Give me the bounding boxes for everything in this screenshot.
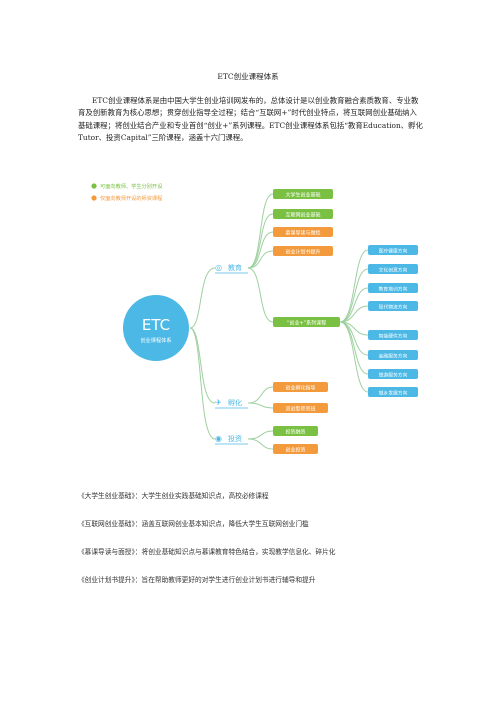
edu-item: 互联网创业基础: [285, 211, 320, 218]
incubation-icon: ✈: [215, 398, 222, 407]
plus-item: 旅游服务方向: [379, 371, 408, 378]
edu-item: 大学生创业基础: [285, 191, 320, 198]
root-node: ETC 创业课程体系: [123, 295, 189, 361]
course-description: 《慕课导读与面授》：将创业基础知识点与慕课教育特色结合，实现教学信息化、碎片化: [78, 548, 336, 556]
legend-label-green: 可面向教师、学生分别开设: [100, 182, 162, 190]
plus-item: 教育培训方向: [379, 285, 408, 292]
intro-text: ETC创业课程体系是由中国大学生创业培训网发布的，总体设计是以创业教育融合素质教…: [78, 96, 423, 142]
course-description: 《创业计划书提升》：旨在帮助教师更好的对学生进行创业计划书进行辅导和提升: [78, 576, 316, 584]
edu-item-plus: “创业+”系列课程: [287, 319, 326, 326]
edu-item: 慕课导读与微授: [285, 229, 320, 236]
investment-item: 创业投资: [285, 446, 305, 453]
incubation-items: 创业孵化指导 双创型师资班: [273, 382, 328, 413]
legend: 可面向教师、学生分别开设 仅面向教师开设的师资课程: [91, 182, 162, 202]
branch-education-label: 教育: [228, 263, 242, 272]
investment-item: 投资融资: [285, 428, 305, 435]
course-description: 《大学生创业基础》：大学生创业实践基础知识点，高校必修课程: [78, 492, 269, 500]
investment-icon: ◉: [215, 434, 222, 443]
plus-item: 城乡发展方向: [379, 389, 408, 396]
branch-education: ◎ 教育: [215, 263, 248, 274]
branch-investment-label: 投资: [228, 434, 242, 443]
branch-incubation: ✈ 孵化: [215, 398, 248, 409]
plus-item: 现代物流方向: [379, 303, 408, 310]
page-title: ETC创业课程体系: [217, 72, 279, 81]
incubation-item: 双创型师资班: [285, 405, 315, 412]
root-title: ETC: [142, 316, 170, 334]
intro-paragraph: ETC创业课程体系是由中国大学生创业培训网发布的，总体设计是以创业教育融合素质教…: [78, 95, 423, 144]
connectors: [189, 193, 369, 450]
plus-item: 医疗健康方向: [379, 247, 408, 254]
legend-label-orange: 仅面向教师开设的师资课程: [100, 194, 162, 202]
root-subtitle: 创业课程体系: [140, 336, 171, 344]
plus-item: 智能硬件方向: [379, 332, 408, 339]
legend-dot-orange: [91, 195, 97, 201]
branch-investment: ◉ 投资: [215, 434, 248, 445]
legend-dot-green: [91, 183, 97, 189]
plus-item: 文化创意方向: [379, 266, 408, 273]
education-items: 大学生创业基础 互联网创业基础 慕课导读与微授 创业计划书提升 “创业+”系列课…: [273, 189, 340, 327]
investment-items: 投资融资 创业投资: [273, 426, 318, 454]
course-description: 《互联网创业基础》：涵盖互联网创业基本知识点，降低大学生互联网创业门槛: [78, 520, 309, 528]
course-mindmap: 可面向教师、学生分别开设 仅面向教师开设的师资课程 ETC 创业课程体系: [91, 182, 418, 454]
edu-item: 创业计划书提升: [285, 248, 320, 255]
plus-items: 医疗健康方向 文化创意方向 教育培训方向 现代物流方向 智能硬件方向 金融服务方…: [368, 245, 418, 397]
plus-item: 金融服务方向: [379, 352, 408, 359]
branch-incubation-label: 孵化: [228, 398, 242, 407]
education-icon: ◎: [215, 263, 222, 272]
incubation-item: 创业孵化指导: [285, 384, 315, 391]
